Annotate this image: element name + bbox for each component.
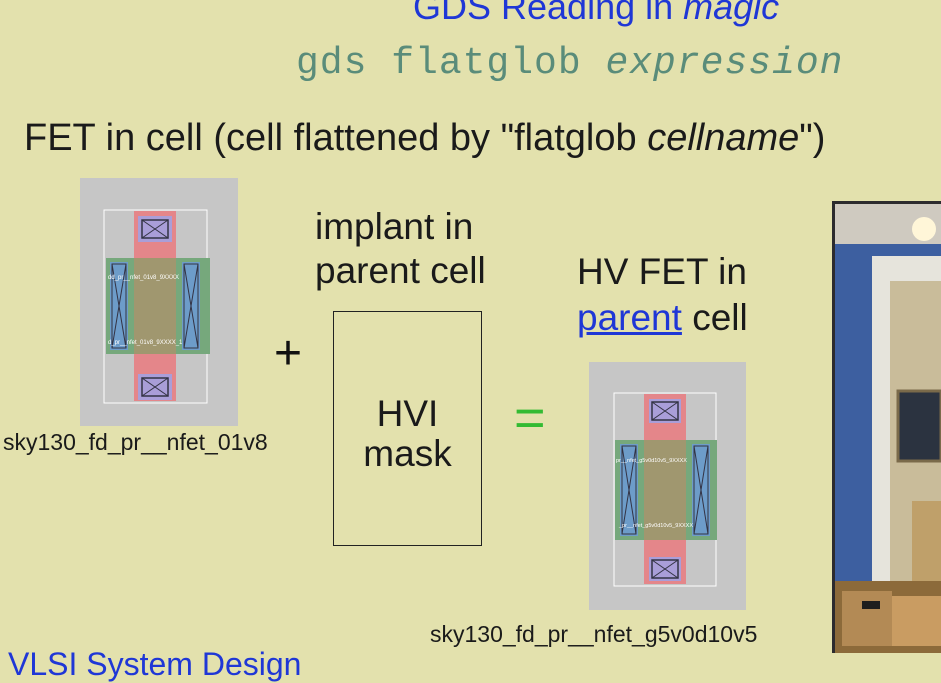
fet2-cell-label-top: pr__nfet_g5v0d10v5_9XXXX bbox=[616, 458, 687, 464]
fet1-label: sky130_fd_pr__nfet_01v8 bbox=[3, 429, 268, 455]
slide-subtitle: FET in cell (cell flattened by "flatglob… bbox=[24, 117, 826, 159]
hv-fet-caption: HV FET in parent cell bbox=[577, 249, 748, 341]
equals-sign: = bbox=[514, 388, 546, 448]
fet-layout-nfet-g5v0d10v5: pr__nfet_g5v0d10v5_9XXXX _pr__nfet_g5v0d… bbox=[589, 362, 746, 610]
webcam-scene bbox=[832, 201, 941, 653]
slide-title: GDS Reading in magic bbox=[413, 0, 780, 27]
fet2-cell-label-bottom: _pr__nfet_g5v0d10v5_9XXXX bbox=[618, 523, 693, 529]
implant-line-2: parent cell bbox=[315, 250, 486, 291]
fet-layout-nfet-01v8: dd_pr__nfet_01v8_9XXXX d_pr__nfet_01v8_9… bbox=[80, 178, 238, 426]
mask-text: mask bbox=[363, 433, 452, 474]
fet2-label: sky130_fd_pr__nfet_g5v0d10v5 bbox=[430, 621, 758, 647]
hv-line-2: parent cell bbox=[577, 297, 748, 338]
plus-sign: + bbox=[274, 327, 303, 380]
fet1-cell-label-top: dd_pr__nfet_01v8_9XXXX bbox=[108, 275, 179, 281]
hv-line-1: HV FET in bbox=[577, 251, 747, 292]
webcam-feed bbox=[832, 201, 941, 653]
hvi-mask-box: HVI mask bbox=[333, 311, 482, 546]
parent-link[interactable]: parent bbox=[577, 297, 682, 338]
hvi-text: HVI bbox=[376, 393, 439, 434]
implant-caption: implant in parent cell bbox=[315, 205, 486, 293]
command-text: gds flatglob expression bbox=[296, 42, 844, 85]
hvi-mask-text: HVI mask bbox=[334, 394, 481, 474]
fet1-cell-label-bottom: d_pr__nfet_01v8_9XXXX_1 bbox=[108, 340, 183, 346]
implant-line-1: implant in bbox=[315, 206, 474, 247]
footer-text: VLSI System Design bbox=[8, 646, 302, 682]
